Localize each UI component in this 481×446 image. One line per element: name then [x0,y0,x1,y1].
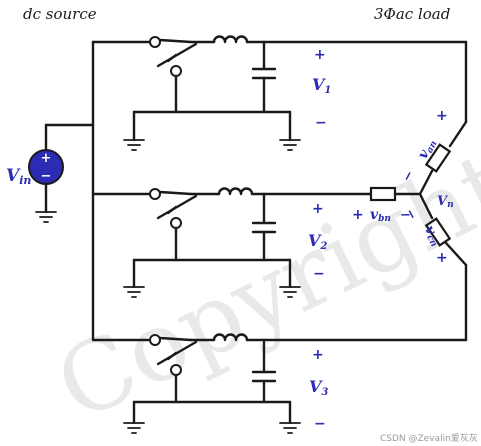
dc-source: + − Vin [6,40,95,342]
ground-icon [279,286,301,298]
source-minus: − [41,169,52,184]
vbn-plus: + [352,207,364,223]
phase-1-plus: + [314,47,326,63]
source-plus: + [41,151,52,166]
phase-3-label: V3 [309,377,328,398]
neutral-label: Vn [437,194,454,210]
phase-1-minus: − [315,115,327,131]
credit-text: CSDN @Zevalin爱灰灰 [380,432,478,444]
van-plus: + [436,108,448,124]
ac-load-title: 3Φac load [374,5,450,23]
ground-icon [123,286,145,298]
phase-3-circuit: + V3 − [91,333,468,434]
phase-1-circuit: + V1 − [91,35,468,151]
dc-source-title: dc source [23,5,97,23]
phase-3-minus: − [314,416,326,432]
source-label: Vin [6,166,31,187]
resistor-icon [424,217,452,247]
ground-icon [279,422,301,434]
switch-icon [149,36,161,48]
ground-icon [123,139,145,151]
phase-1-label: V1 [312,75,331,96]
inductor-icon [217,187,254,196]
phase-2-label: V2 [308,231,327,252]
phase-2-minus: − [313,266,325,282]
ground-icon [123,422,145,434]
phase-3-plus: + [312,347,324,363]
vbn-label: vbn [370,207,391,224]
phase-2-circuit: + V2 − [91,187,371,298]
switch-icon [149,334,161,346]
resistor-icon [369,186,397,202]
vbn-minus: − [400,208,411,223]
vcn-plus: + [436,250,448,266]
ground-icon [35,211,57,223]
phase-2-plus: + [312,201,324,217]
switch-icon [149,188,161,200]
inductor-icon [212,333,249,342]
inductor-icon [212,35,249,44]
ground-icon [279,139,301,151]
resistor-icon [424,143,452,173]
